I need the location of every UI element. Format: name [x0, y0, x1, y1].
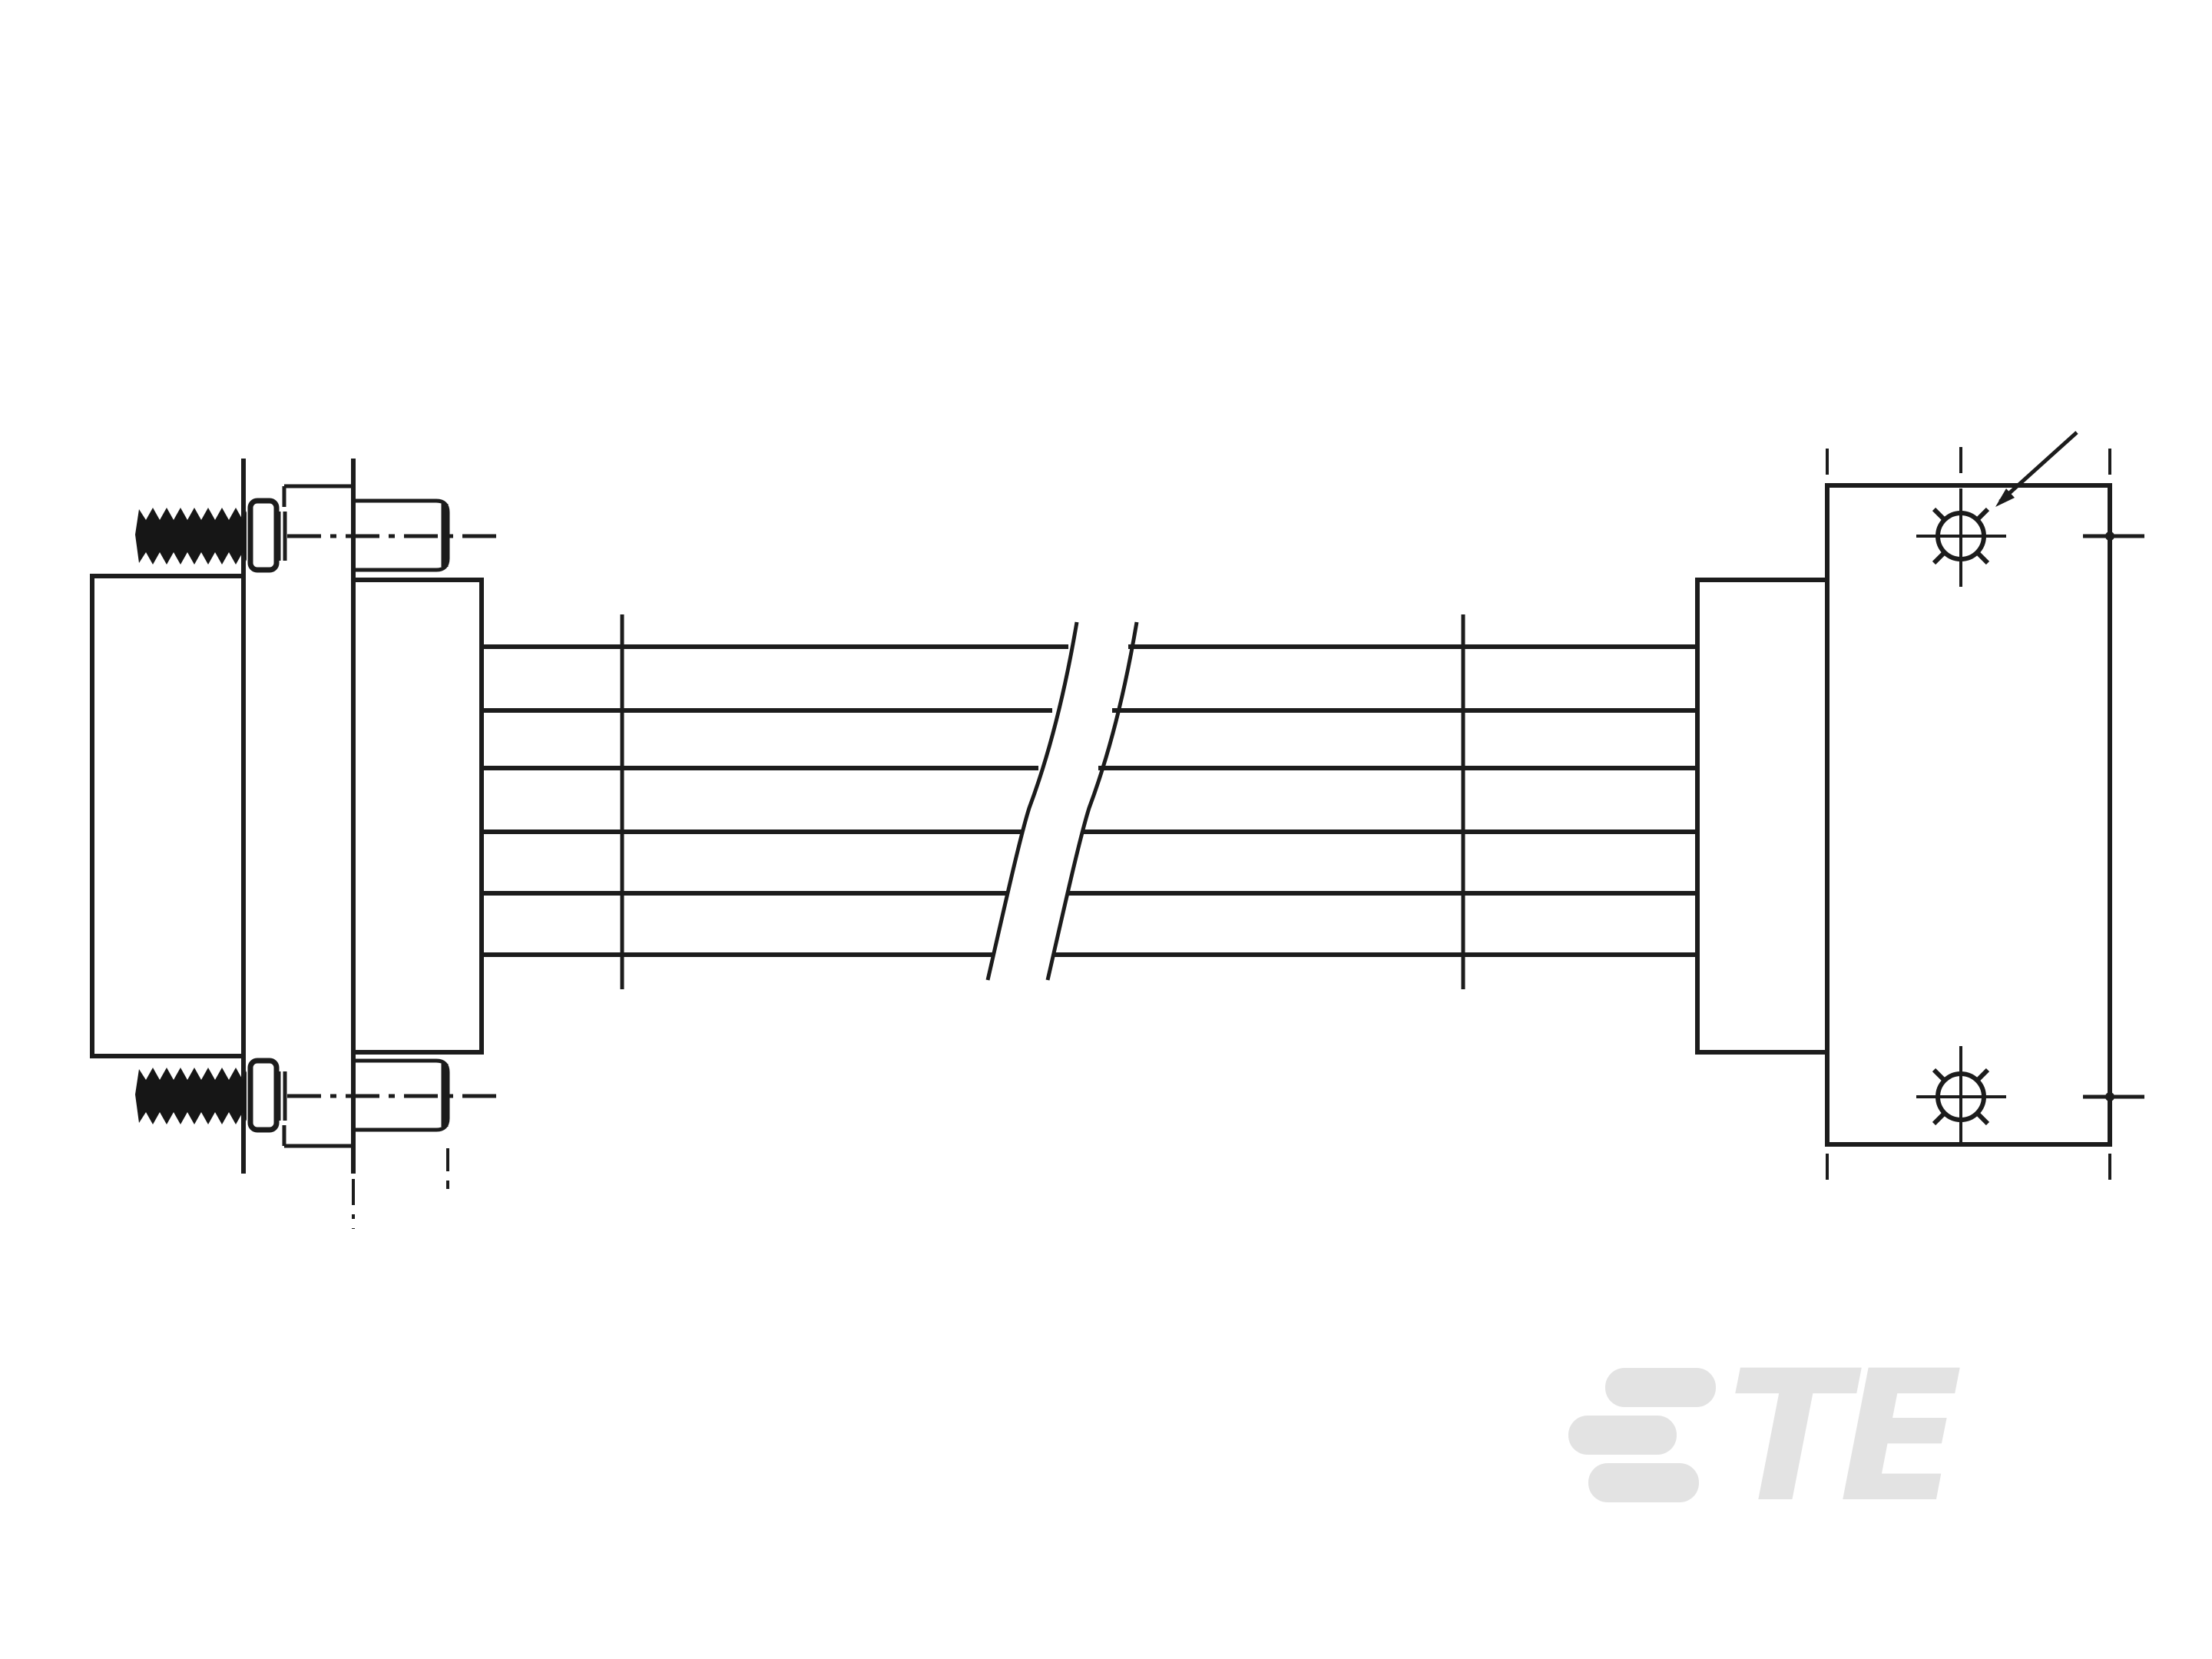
mounting-hole-top-circle — [1936, 511, 1986, 561]
right-connector-panel — [1825, 483, 2112, 1147]
jackscrew-bottom-threads — [135, 1068, 247, 1124]
jackscrew-top-threads — [135, 508, 247, 565]
mounting-hole-bottom-hatch-nw — [1932, 1068, 1947, 1083]
right-connector — [1695, 431, 2144, 1180]
jackscrew-bottom-head — [247, 1058, 280, 1133]
panel-edge-tick-top-junction — [2105, 531, 2114, 541]
mounting-hole-bottom — [1916, 1046, 2006, 1143]
mounting-hole-top-hatch-ne — [1975, 507, 1990, 522]
jackscrew-bottom — [135, 1058, 499, 1133]
leader-callout — [1995, 431, 2078, 507]
mounting-hole-bottom-hatch-ne — [1975, 1068, 1990, 1083]
mounting-hole-top-hatch-se — [1975, 550, 1990, 565]
left-plug-body — [351, 578, 484, 1055]
te-logo-text: TE — [1727, 1333, 1960, 1542]
mounting-hole-top-hatch-nw — [1932, 507, 1947, 522]
mounting-hole-top-hatch-sw — [1932, 550, 1947, 565]
right-connector-rear-body — [1695, 578, 1830, 1055]
panel-edge-tick-bottom-junction — [2105, 1092, 2114, 1101]
te-logo: TE — [1568, 1333, 1971, 1542]
left-connector — [90, 459, 499, 1229]
cable-break-curve-right — [1045, 621, 1139, 981]
mounting-hole-bottom-circle — [1936, 1071, 1986, 1122]
leader-line — [1998, 431, 2078, 503]
mounting-hole-bottom-hatch-sw — [1932, 1111, 1947, 1126]
te-logo-bar-bottom — [1588, 1463, 1699, 1502]
te-logo-bar-top — [1605, 1368, 1716, 1407]
cable-bundle — [482, 614, 1697, 989]
te-logo-bar-middle — [1568, 1416, 1677, 1455]
jackscrew-top — [135, 498, 499, 573]
left-connector-body — [90, 574, 246, 1058]
leader-arrowhead-icon — [1995, 488, 2015, 507]
jackpost-sleeve-top — [353, 498, 450, 572]
jackscrew-top-head — [247, 498, 280, 573]
cable-break-curve-left — [985, 621, 1079, 981]
mounting-hole-top — [1916, 447, 2006, 587]
jackpost-sleeve-bottom — [353, 1058, 450, 1132]
mounting-hole-bottom-hatch-se — [1975, 1111, 1990, 1126]
